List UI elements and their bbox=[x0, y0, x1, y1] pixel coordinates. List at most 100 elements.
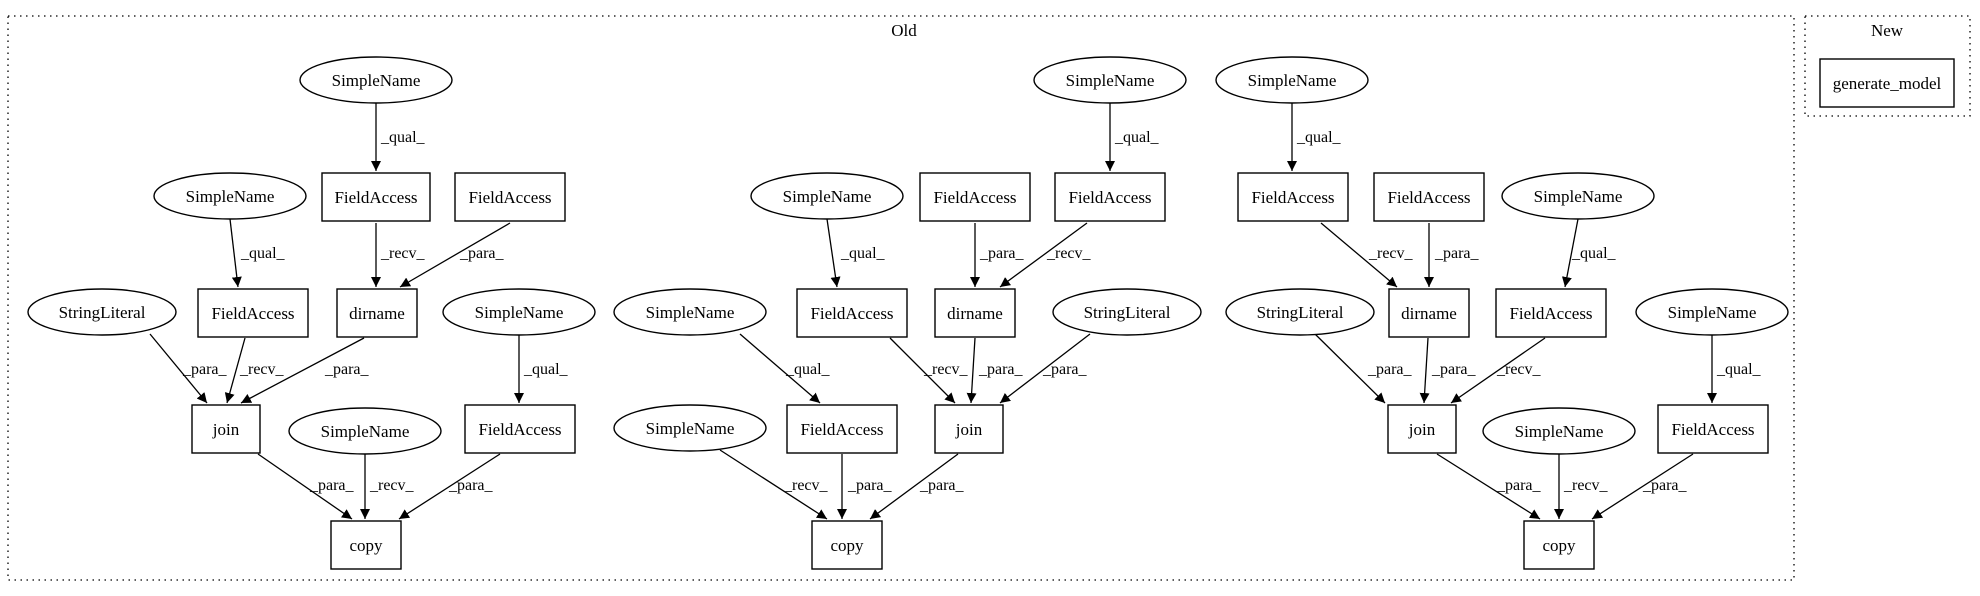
edge-label: _recv_ bbox=[1496, 361, 1542, 378]
stringliteral-node: StringLiteral bbox=[1225, 288, 1375, 336]
svg-text:SimpleName: SimpleName bbox=[1248, 71, 1337, 90]
edge-a-fa4-to-copy bbox=[398, 453, 501, 520]
edges-group-b: _qual_ _qual_ _qual_ _para_ _recv_ _recv… bbox=[719, 103, 1160, 520]
fieldaccess-node: FieldAccess bbox=[454, 172, 566, 222]
edge-label: _para_ bbox=[324, 361, 370, 378]
edge-c-dirname-to-join bbox=[1419, 337, 1430, 404]
edge-c-fa1-to-dirname bbox=[1320, 222, 1398, 288]
svg-text:SimpleName: SimpleName bbox=[1668, 303, 1757, 322]
svg-text:FieldAccess: FieldAccess bbox=[810, 304, 893, 323]
edge-label: _para_ bbox=[1434, 245, 1480, 262]
edge-label: _qual_ bbox=[523, 361, 569, 378]
edge-label: _qual_ bbox=[240, 245, 286, 262]
fieldaccess-node: FieldAccess bbox=[464, 404, 576, 454]
edge-label: _para_ bbox=[182, 361, 228, 378]
edges-group-a: _qual_ _qual_ _qual_ _recv_ _para_ _para… bbox=[149, 103, 569, 520]
simplename-node: SimpleName bbox=[288, 407, 442, 455]
edge-label: _para_ bbox=[919, 477, 965, 494]
edge-c-fa4-to-copy bbox=[1591, 453, 1694, 520]
svg-text:FieldAccess: FieldAccess bbox=[1387, 188, 1470, 207]
edge-label: _recv_ bbox=[783, 477, 829, 494]
copy-node: copy bbox=[330, 520, 402, 570]
edge-label: _para_ bbox=[448, 477, 494, 494]
edge-a-fa3-to-dirname bbox=[399, 222, 511, 288]
simplename-node: SimpleName bbox=[750, 172, 904, 220]
fieldaccess-node: FieldAccess bbox=[786, 404, 898, 454]
edge-c-join-to-copy bbox=[1436, 453, 1541, 520]
edge-label: _qual_ bbox=[1114, 129, 1160, 146]
stringliteral-node: StringLiteral bbox=[1052, 288, 1202, 336]
edge-b-sn2-to-fa3 bbox=[826, 218, 841, 288]
edge-b-str-to-join bbox=[999, 333, 1091, 404]
cluster-old: Old bbox=[7, 15, 1795, 581]
simplename-node: SimpleName bbox=[1215, 56, 1369, 104]
edge-b-join-to-copy bbox=[869, 453, 959, 520]
simplename-node: SimpleName bbox=[1482, 407, 1636, 455]
nodes-group-a: SimpleName SimpleName SimpleName SimpleN… bbox=[27, 56, 596, 570]
edge-label: _recv_ bbox=[1563, 477, 1609, 494]
svg-text:FieldAccess: FieldAccess bbox=[334, 188, 417, 207]
svg-text:SimpleName: SimpleName bbox=[1515, 422, 1604, 441]
join-node: join bbox=[934, 404, 1004, 454]
svg-text:FieldAccess: FieldAccess bbox=[211, 304, 294, 323]
fieldaccess-node: FieldAccess bbox=[1373, 172, 1485, 222]
generate-model-node: generate_model bbox=[1819, 58, 1955, 108]
svg-text:dirname: dirname bbox=[349, 304, 405, 323]
edge-c-fa3-to-join bbox=[1450, 337, 1546, 404]
edge-label: _para_ bbox=[1042, 361, 1088, 378]
edge-b-sn3-to-fa4 bbox=[739, 333, 821, 404]
svg-text:SimpleName: SimpleName bbox=[783, 187, 872, 206]
edge-a-sn2-to-fa2 bbox=[229, 218, 242, 288]
svg-text:SimpleName: SimpleName bbox=[475, 303, 564, 322]
edge-label: _para_ bbox=[459, 245, 505, 262]
simplename-node: SimpleName bbox=[613, 288, 767, 336]
edge-label: _para_ bbox=[1367, 361, 1413, 378]
svg-text:SimpleName: SimpleName bbox=[186, 187, 275, 206]
svg-text:SimpleName: SimpleName bbox=[1066, 71, 1155, 90]
join-node: join bbox=[191, 404, 261, 454]
svg-text:FieldAccess: FieldAccess bbox=[1251, 188, 1334, 207]
svg-text:join: join bbox=[955, 420, 983, 439]
svg-text:copy: copy bbox=[349, 536, 383, 555]
copy-node: copy bbox=[811, 520, 883, 570]
edge-label: _recv_ bbox=[380, 245, 426, 262]
simplename-node: SimpleName bbox=[299, 56, 453, 104]
svg-text:FieldAccess: FieldAccess bbox=[800, 420, 883, 439]
edge-a-fa2-to-join bbox=[224, 337, 246, 404]
simplename-node: SimpleName bbox=[1635, 288, 1789, 336]
svg-text:dirname: dirname bbox=[947, 304, 1003, 323]
edge-c-str-to-join bbox=[1314, 333, 1386, 404]
fieldaccess-node: FieldAccess bbox=[1495, 288, 1607, 338]
edge-label: _qual_ bbox=[785, 361, 831, 378]
dirname-node: dirname bbox=[1388, 288, 1470, 338]
fieldaccess-node: FieldAccess bbox=[1054, 172, 1166, 222]
edge-label: _recv_ bbox=[923, 361, 969, 378]
edges-group-c: _qual_ _qual_ _qual_ _recv_ _para_ _para… bbox=[1287, 103, 1762, 520]
svg-text:SimpleName: SimpleName bbox=[646, 419, 735, 438]
fieldaccess-node: FieldAccess bbox=[321, 172, 431, 222]
svg-text:SimpleName: SimpleName bbox=[321, 422, 410, 441]
nodes-group-b: SimpleName SimpleName SimpleName SimpleN… bbox=[613, 56, 1202, 570]
edge-label: _para_ bbox=[979, 245, 1025, 262]
svg-text:copy: copy bbox=[830, 536, 864, 555]
cluster-new-border bbox=[1804, 15, 1971, 117]
edge-label: _qual_ bbox=[840, 245, 886, 262]
stringliteral-node: StringLiteral bbox=[27, 288, 177, 336]
fieldaccess-node: FieldAccess bbox=[796, 288, 908, 338]
svg-text:SimpleName: SimpleName bbox=[1534, 187, 1623, 206]
svg-text:dirname: dirname bbox=[1401, 304, 1457, 323]
edge-a-join-to-copy bbox=[257, 453, 353, 520]
fieldaccess-node: FieldAccess bbox=[1657, 404, 1769, 454]
copy-node: copy bbox=[1523, 520, 1595, 570]
edge-label: _recv_ bbox=[1046, 245, 1092, 262]
fieldaccess-node: FieldAccess bbox=[919, 172, 1031, 222]
edge-label: _para_ bbox=[978, 361, 1024, 378]
svg-text:copy: copy bbox=[1542, 536, 1576, 555]
edge-label: _recv_ bbox=[1368, 245, 1414, 262]
edge-label: _recv_ bbox=[239, 361, 285, 378]
edge-label: _para_ bbox=[847, 477, 893, 494]
svg-text:FieldAccess: FieldAccess bbox=[478, 420, 561, 439]
fieldaccess-node: FieldAccess bbox=[1237, 172, 1349, 222]
simplename-node: SimpleName bbox=[613, 404, 767, 452]
svg-text:FieldAccess: FieldAccess bbox=[1671, 420, 1754, 439]
